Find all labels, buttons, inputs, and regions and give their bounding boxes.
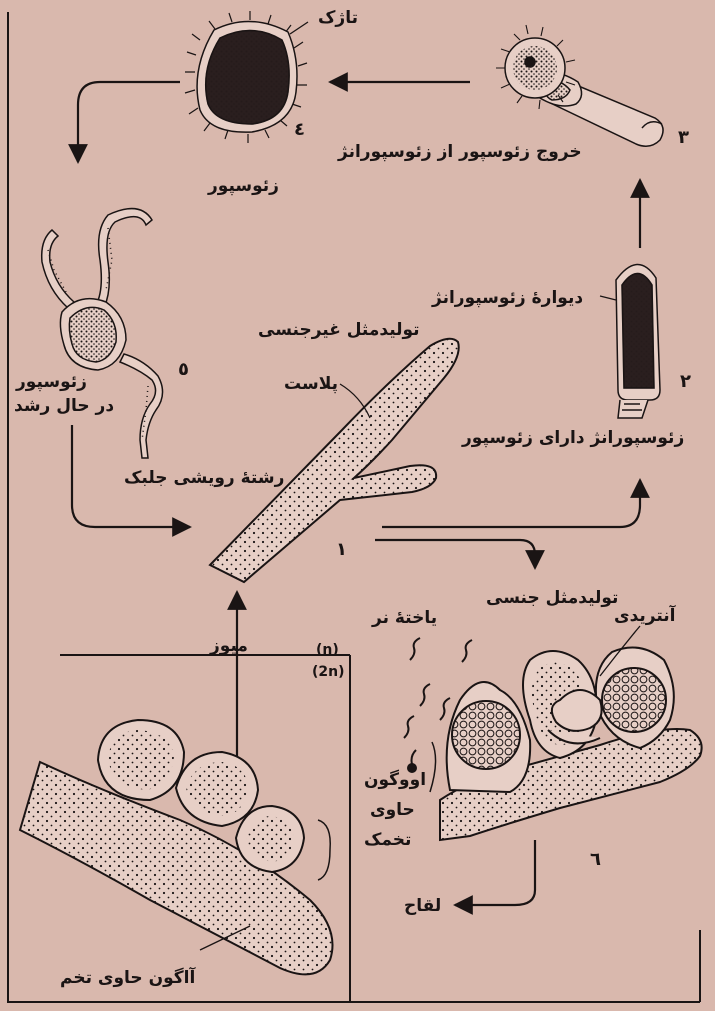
- step-number-1: ١: [336, 540, 347, 560]
- zoosporangium-figure: [616, 264, 660, 418]
- sexual-reproduction-figure: [440, 648, 702, 841]
- label-flagellum: تاژک: [318, 8, 358, 28]
- label-zoospore: زئوسپور: [208, 176, 279, 196]
- step-number-4: ٤: [294, 120, 305, 140]
- label-zoospore-exit: خروج زئوسپور از زئوسپورانژ: [338, 142, 582, 162]
- label-algal-filament: رشتهٔ رویشی جلبک: [124, 468, 284, 488]
- label-oogonium-line1: اووگون: [364, 770, 426, 790]
- label-zoosporangium-wall: دیوارهٔ زئوسپورانژ: [432, 288, 583, 308]
- label-male-cell: یاختهٔ نر: [372, 608, 437, 628]
- zygote-figure: [20, 720, 333, 974]
- label-diploid-marker: (2n): [312, 662, 345, 682]
- oogonium-bracket: [430, 742, 436, 792]
- label-growing-zoospore-line1: زئوسپور: [16, 372, 87, 392]
- label-antheridium: آنتریدی: [614, 606, 676, 626]
- label-oogonium-with-zygote: آاگون حاوی تخم: [60, 968, 195, 988]
- label-fertilization: لقاح: [404, 896, 441, 916]
- label-growing-zoospore-line2: در حال رشد: [14, 396, 114, 416]
- label-oogonium-line2: حاوی: [370, 800, 415, 820]
- label-asexual-reproduction: تولیدمثل غیرجنسی: [258, 320, 420, 340]
- growing-zoospore-figure: [42, 209, 163, 458]
- flagellum-pointer: [290, 22, 308, 34]
- zoospore-exit-figure: [496, 25, 663, 146]
- step-number-5: ٥: [178, 360, 189, 380]
- label-zoosporangium-with-zoospores: زئوسپورانژ دارای زئوسپور: [462, 428, 684, 448]
- label-plastid: پلاست: [284, 374, 338, 394]
- label-sexual-reproduction: تولیدمثل جنسی: [486, 588, 618, 608]
- step-number-2: ٢: [680, 372, 691, 392]
- step-number-3: ٣: [678, 128, 689, 148]
- label-meiosis: میوز: [210, 636, 248, 656]
- arrow-1-to-6: [375, 540, 535, 568]
- label-haploid-marker: (n): [316, 640, 339, 660]
- zygote-bracket: [318, 820, 330, 880]
- step-number-6: ٦: [590, 850, 601, 870]
- wall-pointer: [600, 296, 616, 300]
- label-oogonium-line3: تخمک: [364, 830, 411, 850]
- arrow-6-to-fertilization: [455, 840, 535, 905]
- arrow-4-to-5: [78, 82, 180, 162]
- zoospore-cell: [185, 11, 307, 143]
